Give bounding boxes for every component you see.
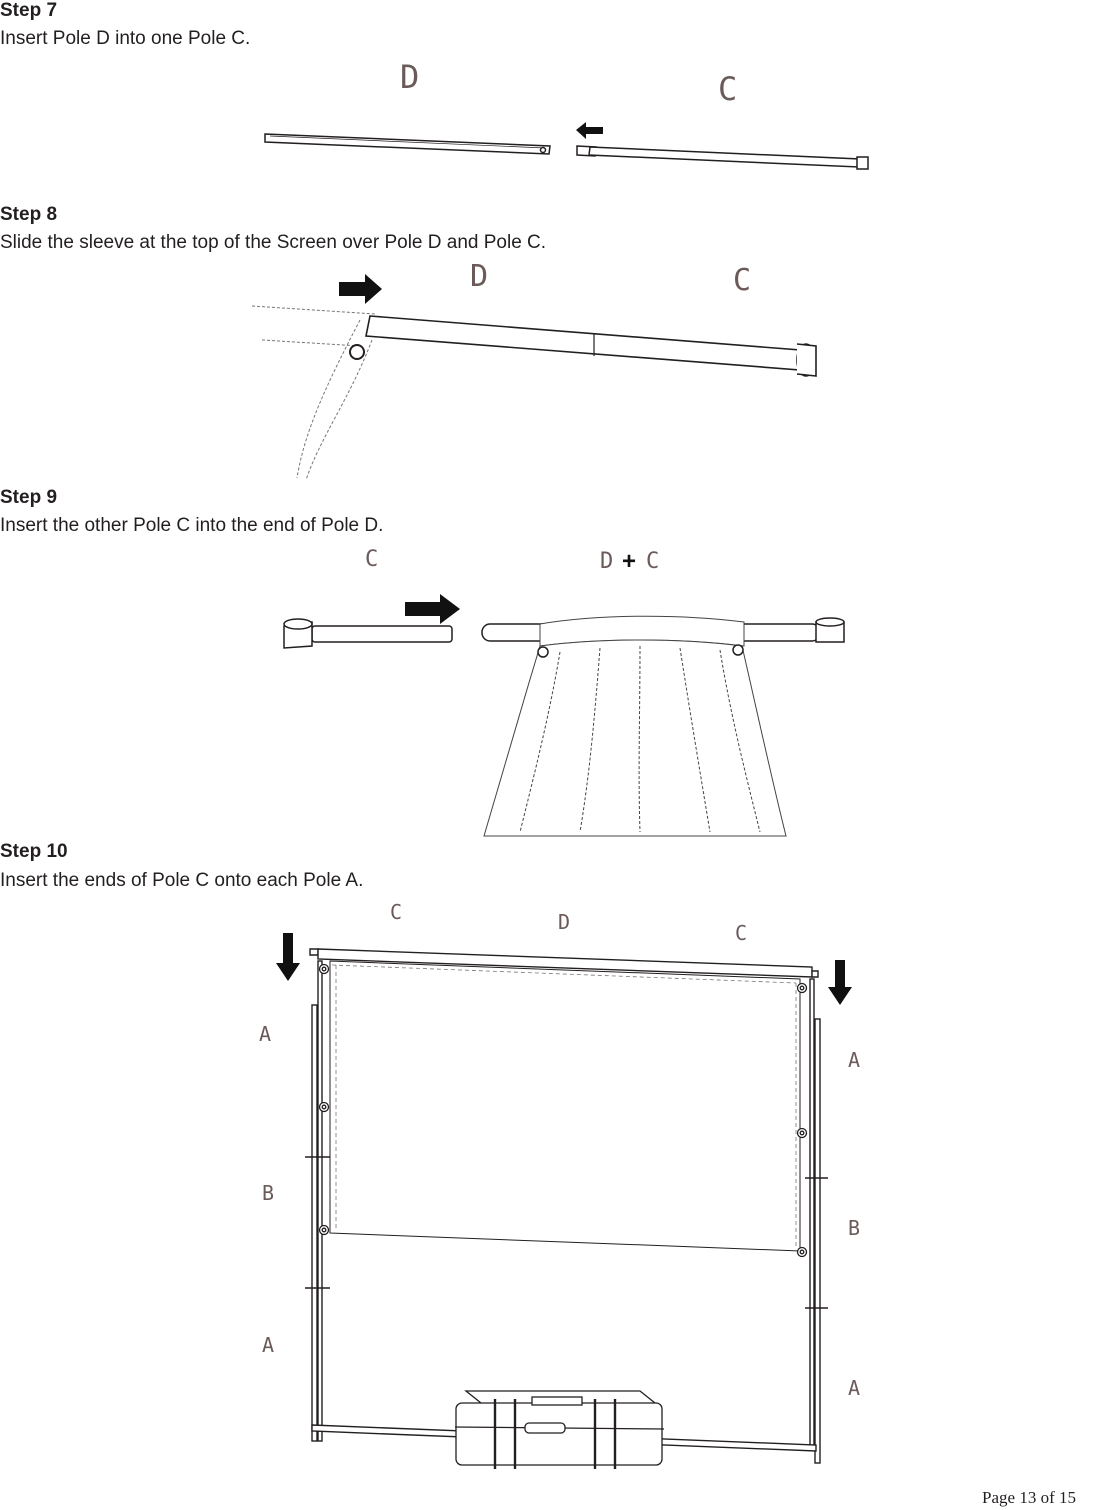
pole-column-left-outer xyxy=(311,1004,318,1442)
step-7-figure: D C xyxy=(264,58,869,170)
pole-column-right xyxy=(809,978,815,1450)
step-9-title: Step 9 xyxy=(0,487,58,508)
pole-c-left-label: C xyxy=(390,900,402,924)
pole-column-right-outer xyxy=(814,1018,821,1464)
pole-c-right-label: C xyxy=(735,921,747,945)
pole-column-left xyxy=(317,960,323,1442)
page-number: Page 13 of 15 xyxy=(982,1488,1076,1507)
pole-c-loose xyxy=(283,618,453,649)
poles-d-c-assembled xyxy=(365,315,817,377)
pole-b-right-label: B xyxy=(848,1216,860,1240)
pole-d xyxy=(264,133,551,155)
pole-d-label: D xyxy=(600,549,613,574)
carry-case xyxy=(454,1390,665,1469)
pole-d-label: D xyxy=(470,259,488,294)
gathered-screen xyxy=(483,615,787,837)
grommet-left xyxy=(537,646,549,658)
arrow-down-icon xyxy=(276,933,300,981)
step-7-title: Step 7 xyxy=(0,0,58,21)
step-8-instruction: Slide the sleeve at the top of the Scree… xyxy=(0,232,547,253)
arrow-right-icon xyxy=(405,594,460,624)
pole-c-end-right xyxy=(811,970,819,978)
screen-sleeve xyxy=(251,305,376,481)
step-8-figure: D C xyxy=(251,259,817,481)
pole-joints xyxy=(305,1156,828,1309)
pole-a-right-top-label: A xyxy=(848,1048,860,1072)
pole-c-label: C xyxy=(733,263,751,298)
screen-grommets xyxy=(318,963,808,1258)
pole-c-label-2: C xyxy=(646,549,659,574)
arrow-right-icon xyxy=(339,274,382,304)
step-7-instruction: Insert Pole D into one Pole C. xyxy=(0,28,251,49)
step-10-figure: C D C A B A A B A xyxy=(259,900,860,1469)
arrow-left-icon xyxy=(576,122,603,139)
plus-sign: + xyxy=(622,548,636,575)
pole-c xyxy=(576,145,869,170)
pole-c-end-left xyxy=(309,948,319,956)
step-10-title: Step 10 xyxy=(0,841,68,862)
step-10-instruction: Insert the ends of Pole C onto each Pole… xyxy=(0,870,364,891)
pole-c-label: C xyxy=(365,547,378,572)
step-9-figure: C D + C xyxy=(283,547,845,837)
pole-d-label: D xyxy=(400,58,419,96)
pole-a-left-bottom-label: A xyxy=(262,1333,274,1357)
arrow-down-icon xyxy=(828,960,852,1005)
grommet xyxy=(349,344,365,360)
step-8-title: Step 8 xyxy=(0,204,58,225)
pole-b-left-label: B xyxy=(262,1181,274,1205)
grommet-right xyxy=(732,644,744,656)
pole-a-left-top-label: A xyxy=(259,1022,271,1046)
step-9-instruction: Insert the other Pole C into the end of … xyxy=(0,515,384,536)
projection-screen xyxy=(329,960,801,1252)
pole-d-label: D xyxy=(558,910,570,934)
pole-a-right-bottom-label: A xyxy=(848,1376,860,1400)
pole-c-label: C xyxy=(718,70,737,108)
